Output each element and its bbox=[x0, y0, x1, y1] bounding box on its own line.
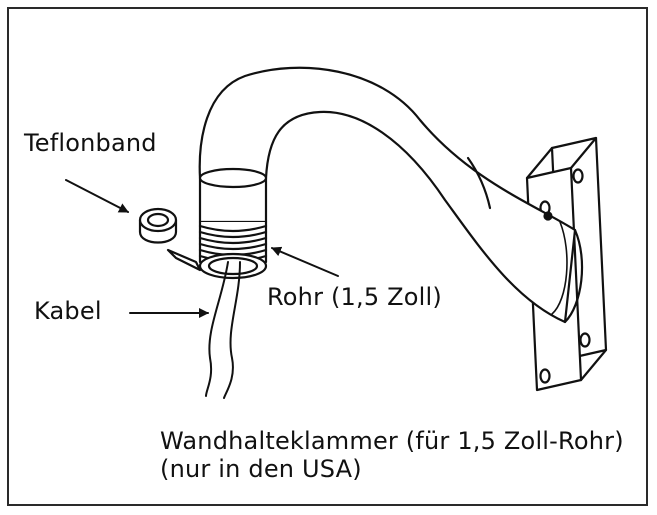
teflon-tape-label: Teflonband bbox=[24, 129, 157, 157]
caption-line-1: Wandhalteklammer (für 1,5 Zoll-Rohr) bbox=[160, 427, 624, 455]
caption-line-2: (nur in den USA) bbox=[160, 455, 362, 483]
pipe-label: Rohr (1,5 Zoll) bbox=[267, 283, 442, 311]
threaded-pipe-end bbox=[198, 167, 268, 280]
teflon-arrow bbox=[65, 179, 129, 213]
teflon-tape bbox=[138, 207, 202, 272]
rohr-arrow bbox=[271, 246, 339, 277]
bracket-arm bbox=[198, 66, 584, 324]
cable bbox=[205, 261, 241, 399]
cable-label: Kabel bbox=[34, 297, 102, 325]
